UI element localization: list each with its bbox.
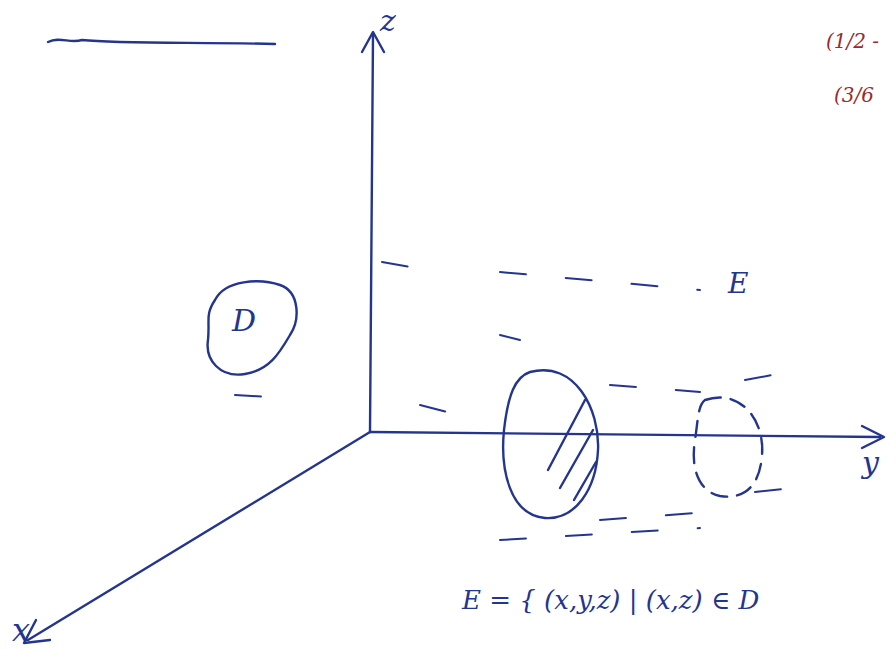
axis-label: x (12, 612, 30, 649)
dashed-guide (382, 262, 440, 272)
region-name: D (232, 303, 256, 338)
arrowhead (862, 426, 884, 448)
region-label: E (728, 268, 748, 300)
blob-path (208, 281, 297, 374)
dashed-guide (610, 385, 700, 392)
y-axis (370, 432, 880, 437)
dashed-guide (235, 395, 290, 398)
axis-label: y (862, 446, 879, 481)
margin-note: (3/6 (834, 84, 874, 107)
dashed-guide (500, 272, 700, 290)
underline-stroke (48, 40, 275, 44)
axis-label: z (380, 4, 396, 39)
dashed-guide (755, 486, 810, 492)
cross-section-dashed (694, 397, 763, 496)
cross-section (503, 370, 598, 518)
dashed-guide (500, 528, 700, 540)
x-axis (28, 432, 370, 640)
dashed-guide (500, 335, 520, 340)
dashed-guide (600, 512, 710, 520)
dashed-guide (745, 370, 800, 380)
margin-note: (1/2 - (826, 30, 879, 53)
set-definition: E = { (x,y,z) | (x,z) ∈ D (462, 586, 759, 616)
region-blob: D (203, 276, 303, 380)
hatching (548, 400, 596, 500)
dashed-guide (420, 405, 470, 418)
z-axis (370, 35, 373, 432)
